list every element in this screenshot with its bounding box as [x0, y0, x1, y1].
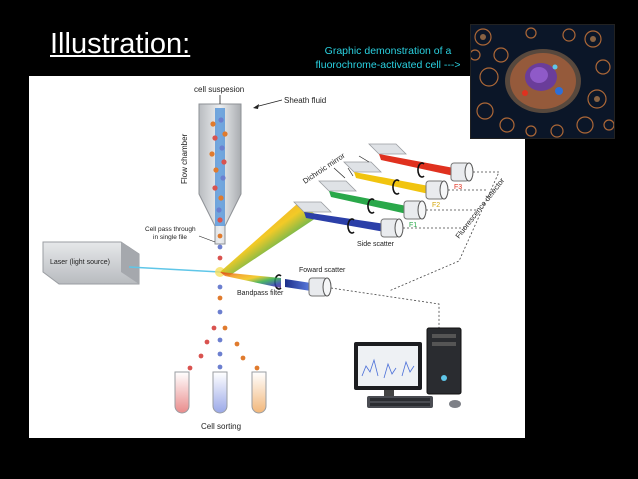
sorted-droplets [187, 325, 260, 371]
label-laser: Laser (light source) [50, 259, 110, 266]
laser-beam [128, 266, 221, 273]
collection-tube-blue [212, 371, 228, 414]
forward-scatter-fan [220, 272, 281, 288]
beam-f2 [354, 172, 429, 194]
label-f2: F2 [432, 202, 440, 209]
label-f1: F1 [409, 222, 417, 229]
beam-side-scatter [304, 212, 385, 232]
label-bandpass-filter: Bandpass filter [237, 290, 284, 297]
single-file-cells [217, 233, 223, 315]
detector-f2 [425, 180, 449, 200]
flow-chamber [198, 103, 242, 245]
mouse [449, 400, 461, 408]
flow-cytometry-diagram: cell suspesion Sheath fluid Flow chamber… [29, 76, 525, 438]
label-cell-sorting: Cell sorting [201, 422, 241, 431]
slide-caption: Graphic demonstration of a fluorochrome-… [303, 44, 473, 72]
label-cell-pass-2: in single file [153, 234, 187, 241]
label-dichroic-mirror: Dichroic mirror [301, 151, 347, 186]
label-side-scatter: Side scatter [357, 241, 395, 248]
dichroic-mirrors [293, 143, 407, 213]
collection-tube-red [174, 371, 190, 414]
caption-line-1: Graphic demonstration of a [324, 45, 452, 57]
scattered-light-fan [220, 204, 319, 276]
caption-line-2: fluorochrome-activated cell ---> [315, 59, 461, 71]
mirror-arrows [333, 155, 370, 179]
label-cell-pass-1: Cell pass through [145, 226, 196, 233]
detector-forward-scatter [308, 277, 332, 297]
label-forward-scatter: Foward scatter [299, 267, 346, 274]
keyboard [367, 396, 433, 408]
monitor-screen [358, 346, 418, 386]
beam-f3 [379, 154, 454, 176]
slide-title: Illustration: [50, 28, 191, 60]
label-sheath-fluid: Sheath fluid [284, 96, 326, 105]
collection-tube-orange [251, 371, 267, 414]
signal-lines [330, 171, 500, 328]
computer [354, 327, 462, 408]
label-flow-chamber: Flow chamber [180, 133, 189, 184]
sheath-stream [215, 108, 225, 226]
detector-side-scatter [380, 218, 404, 238]
cells-in-chamber [209, 117, 228, 223]
label-f3: F3 [454, 184, 462, 191]
fluorochrome-cell-photo [470, 24, 615, 139]
detector-f1 [403, 200, 427, 220]
beam-forward-scatter [285, 279, 311, 291]
laser-source [42, 241, 221, 285]
label-cell-suspension: cell suspesion [194, 85, 244, 94]
detector-f3 [450, 162, 474, 182]
